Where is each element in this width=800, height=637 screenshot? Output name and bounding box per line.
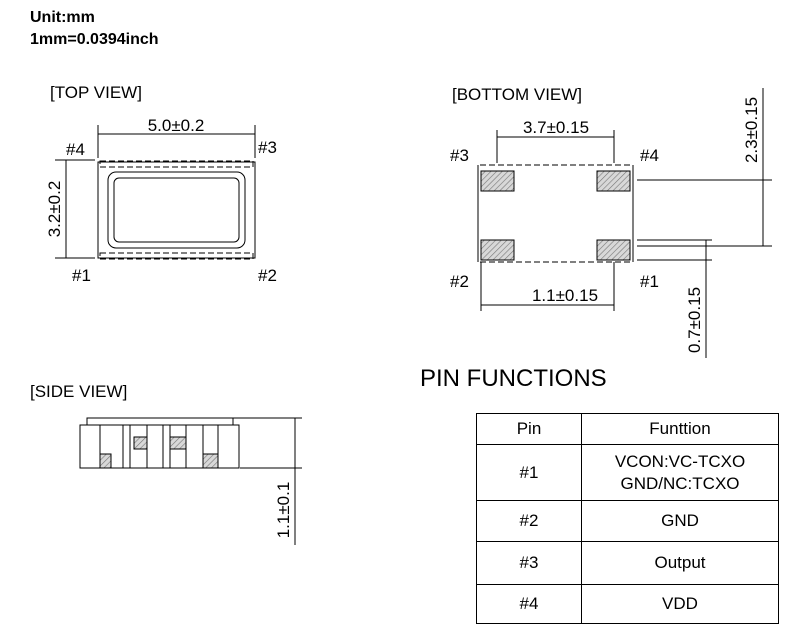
side-view-title: [SIDE VIEW] bbox=[30, 382, 127, 401]
table-row: #3 Output bbox=[476, 541, 779, 585]
pin-cell: #4 bbox=[476, 584, 582, 624]
side-view-height-dim: 1.1±0.1 bbox=[274, 482, 293, 539]
bottom-view-pad-4 bbox=[596, 170, 631, 192]
bottom-view-pin-1: #1 bbox=[640, 272, 659, 291]
bottom-view-pad-width-dim: 1.1±0.15 bbox=[532, 286, 598, 305]
top-view-pin-3: #3 bbox=[258, 138, 277, 157]
side-view-base bbox=[79, 424, 240, 469]
bottom-view-pad-2 bbox=[480, 239, 515, 261]
function-cell: Output bbox=[581, 541, 779, 585]
top-view-pad-bottom-strip bbox=[99, 252, 254, 260]
function-line: GND/NC:TCXO bbox=[620, 473, 740, 493]
side-view-lid bbox=[86, 417, 234, 426]
bottom-view-pad-3 bbox=[480, 170, 515, 192]
top-view-lid-outer bbox=[107, 171, 246, 249]
bottom-view: [BOTTOM VIEW] 3.7±0.15 1.1±0.15 2.3±0.15… bbox=[450, 85, 772, 358]
bottom-view-pin-4: #4 bbox=[640, 146, 659, 165]
pin-functions-table: Pin Funttion #1 VCON:VC-TCXO GND/NC:TCXO… bbox=[476, 413, 779, 624]
top-view-pad-top-strip bbox=[99, 160, 254, 168]
top-view-title: [TOP VIEW] bbox=[50, 83, 142, 102]
pin-column-header: Pin bbox=[476, 413, 582, 445]
bottom-view-pad-height-dim: 0.7±0.15 bbox=[685, 287, 704, 353]
function-cell: GND bbox=[581, 500, 779, 542]
pin-cell: #3 bbox=[476, 541, 582, 585]
pin-cell: #1 bbox=[476, 444, 582, 501]
top-view: [TOP VIEW] 5.0±0.2 3.2±0.2 #1 #2 #3 #4 bbox=[45, 83, 277, 285]
bottom-view-pad-1 bbox=[596, 239, 631, 261]
bottom-view-pin-2: #2 bbox=[450, 272, 469, 291]
unit-conversion-label: 1mm=0.0394inch bbox=[30, 31, 159, 48]
function-column-header: Funttion bbox=[581, 413, 779, 445]
top-view-pin-1: #1 bbox=[72, 266, 91, 285]
unit-label: Unit:mm bbox=[30, 9, 95, 26]
bottom-view-vertical-pitch-dim: 2.3±0.15 bbox=[742, 97, 761, 163]
top-view-pin-2: #2 bbox=[258, 266, 277, 285]
pin-cell: #2 bbox=[476, 500, 582, 542]
side-view: [SIDE VIEW] 1.1±0.1 bbox=[30, 382, 302, 545]
top-view-width-dim: 5.0±0.2 bbox=[148, 116, 205, 135]
top-view-pin-4: #4 bbox=[66, 140, 85, 159]
pin-table-header-row: Pin Funttion bbox=[476, 413, 779, 445]
side-view-castellation-2 bbox=[133, 436, 148, 450]
function-line: VCON:VC-TCXO bbox=[614, 451, 746, 471]
bottom-view-title: [BOTTOM VIEW] bbox=[452, 85, 582, 104]
side-view-castellation-4 bbox=[202, 453, 219, 469]
function-cell: VDD bbox=[581, 584, 779, 624]
top-view-lid-inner bbox=[113, 177, 240, 243]
function-cell: VCON:VC-TCXO GND/NC:TCXO bbox=[581, 444, 779, 501]
table-row: #4 VDD bbox=[476, 584, 779, 624]
table-row: #1 VCON:VC-TCXO GND/NC:TCXO bbox=[476, 444, 779, 501]
side-view-castellation-3 bbox=[169, 436, 187, 450]
table-row: #2 GND bbox=[476, 500, 779, 542]
side-view-castellation-1 bbox=[99, 453, 112, 469]
pin-functions-title: PIN FUNCTIONS bbox=[420, 365, 607, 392]
bottom-view-pin-3: #3 bbox=[450, 146, 469, 165]
top-view-body-outer bbox=[97, 161, 256, 259]
top-view-height-dim: 3.2±0.2 bbox=[45, 181, 64, 238]
bottom-view-pad-pitch-dim: 3.7±0.15 bbox=[523, 118, 589, 137]
